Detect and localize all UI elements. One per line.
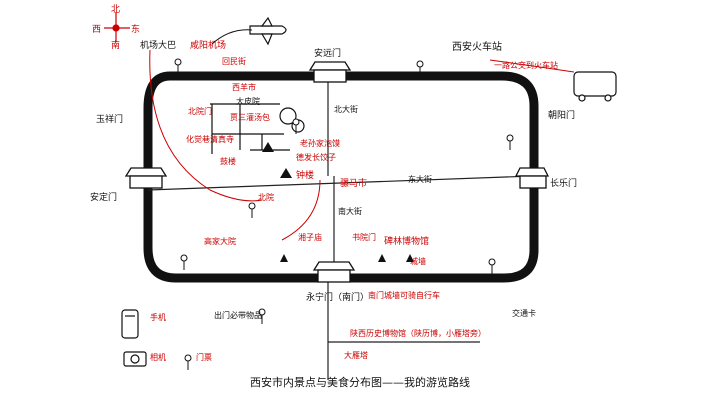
gate-north-label: 安远门 <box>314 47 341 59</box>
city-wall <box>143 71 539 283</box>
phone-icon <box>121 309 139 339</box>
gate-northeast-label: 朝阳门 <box>548 109 575 121</box>
place-gaojia: 高家大院 <box>204 236 236 246</box>
compass-west: 西 <box>92 24 101 35</box>
street-east: 东大街 <box>408 174 432 184</box>
place-huajue-mosque: 化觉巷清真寺 <box>186 134 234 144</box>
gate-tower-east <box>514 167 550 189</box>
place-big-wild-goose: 大雁塔 <box>344 350 368 360</box>
gate-tower-south <box>312 261 356 283</box>
place-huimin-street: 回民街 <box>222 56 246 66</box>
place-beiyuan: 北院 <box>258 192 274 202</box>
place-drum-tower: 鼓楼 <box>220 156 236 166</box>
place-jiasan: 贾三灌汤包 <box>230 112 270 122</box>
legend-card: 交通卡 <box>512 308 536 318</box>
traveler-figures <box>174 58 514 370</box>
muslim-quarter-block <box>210 103 305 154</box>
bell-tower-marker <box>280 168 292 178</box>
place-beiyuanmen: 北院门 <box>188 106 212 116</box>
airport-label: 咸阳机场 <box>190 39 226 51</box>
place-xiyang-market: 西羊市 <box>232 82 256 92</box>
gate-south-label: 永宁门（南门） <box>306 291 369 303</box>
place-shuyuanmen: 书院门 <box>352 232 376 242</box>
airplane-icon <box>249 16 287 46</box>
compass-north: 北 <box>111 4 120 15</box>
compass-south: 南 <box>111 39 120 51</box>
map-title: 西安市内景点与美食分布图——我的游览路线 <box>250 375 470 389</box>
place-shaanxi-museum: 陕西历史博物馆（陕历博，小雁塔旁） <box>350 328 486 338</box>
gate-northwest-label: 玉祥门 <box>96 113 123 125</box>
compass-east: 东 <box>131 23 140 35</box>
place-dapiyuan: 大皮院 <box>236 96 260 106</box>
roads <box>147 78 535 380</box>
train-station-label: 西安火车站 <box>452 40 502 53</box>
gate-west-label: 安定门 <box>90 191 117 203</box>
street-south: 南大街 <box>338 206 362 216</box>
bus-icon <box>573 71 617 102</box>
gate-tower-north <box>308 61 352 83</box>
place-luomashi: 骡马市 <box>340 177 367 189</box>
camera-icon <box>123 351 147 367</box>
place-bell-tower-red: 钟楼 <box>296 169 314 181</box>
place-city-wall: 城墙 <box>410 256 426 266</box>
legend-ticket: 门票 <box>196 352 212 362</box>
compass-rose <box>104 12 130 42</box>
gate-tower-west <box>124 167 168 189</box>
route-lines <box>149 49 575 241</box>
airport-route <box>211 29 253 45</box>
legend-things: 出门必带物品 <box>214 310 262 320</box>
place-laosunjia: 老孙家泡馍 <box>300 138 340 148</box>
site-markers <box>280 254 414 262</box>
place-south-gate-bike: 南门城墙可骑自行车 <box>368 290 440 300</box>
place-xiangzi-temple: 湘子庙 <box>298 232 322 242</box>
street-north: 北大街 <box>334 104 358 114</box>
gate-east-label: 长乐门 <box>550 177 577 189</box>
place-defachang: 德发长饺子 <box>296 152 336 162</box>
airport-sublabel: 机场大巴 <box>140 39 176 51</box>
place-beilin: 碑林博物馆 <box>384 235 429 247</box>
legend-phone: 手机 <box>150 312 166 322</box>
legend-camera: 相机 <box>150 352 166 362</box>
